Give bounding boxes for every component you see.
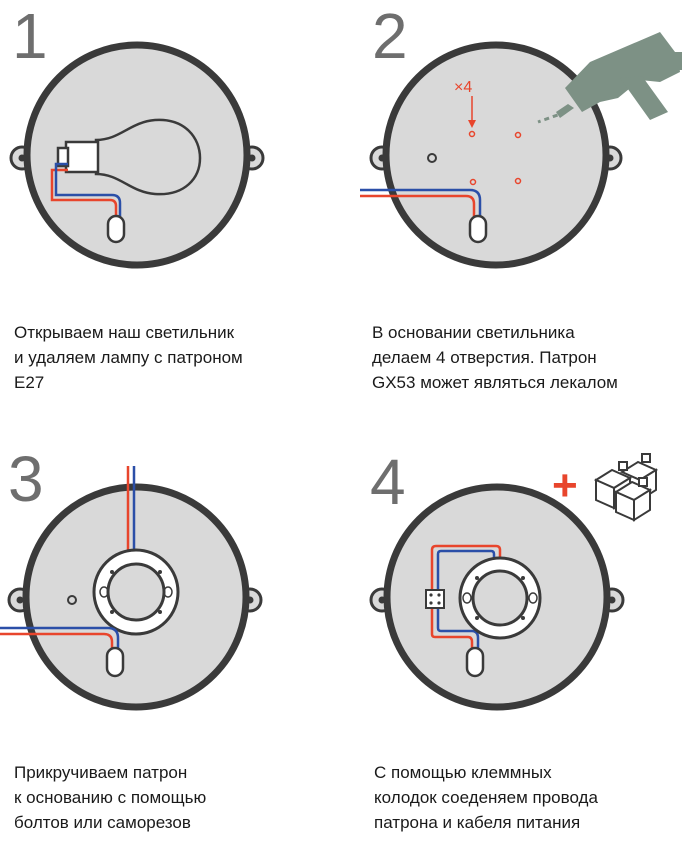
wire-red bbox=[430, 544, 502, 590]
wire-blue bbox=[436, 549, 496, 590]
gx53-socket-icon bbox=[458, 556, 542, 640]
cable-gland bbox=[468, 214, 488, 244]
step-1-number: 1 bbox=[12, 0, 48, 72]
gx53-socket-icon bbox=[92, 548, 180, 636]
step-4-caption: С помощью клеммных колодок соеденяем про… bbox=[374, 763, 598, 832]
cable-gland bbox=[465, 646, 485, 678]
wire-blue bbox=[0, 626, 120, 650]
glue-gun-icon bbox=[537, 32, 682, 124]
step-3-caption: Прикручиваем патрон к основанию с помощь… bbox=[14, 763, 207, 832]
cable-gland bbox=[106, 214, 126, 244]
step-3-illustration bbox=[0, 466, 263, 711]
drill-marks bbox=[468, 130, 522, 186]
light-bulb-icon bbox=[56, 118, 202, 196]
wire-red bbox=[360, 194, 476, 220]
wire-red bbox=[430, 608, 474, 650]
terminal-block bbox=[425, 589, 445, 609]
multiplier-label: ×4 bbox=[454, 79, 472, 96]
lamp-housing bbox=[23, 41, 251, 269]
wire-blue bbox=[54, 162, 122, 218]
step-4-number: 4 bbox=[370, 446, 406, 518]
existing-hole bbox=[427, 153, 437, 163]
terminal-block-icon bbox=[593, 453, 659, 522]
plus-sign: + bbox=[552, 461, 578, 510]
wire-red bbox=[50, 168, 118, 218]
step-4-illustration: + bbox=[369, 453, 659, 711]
cable-gland bbox=[105, 646, 125, 678]
wire-blue bbox=[436, 608, 480, 650]
step-1-illustration bbox=[9, 41, 265, 269]
step-2-illustration: ×4 bbox=[360, 32, 682, 269]
step-3-number: 3 bbox=[8, 443, 44, 515]
step-2-number: 2 bbox=[372, 0, 408, 72]
wire-red bbox=[0, 632, 114, 650]
existing-hole bbox=[67, 595, 77, 605]
step-2-caption: В основании светильника делаем 4 отверст… bbox=[372, 323, 618, 392]
wire-blue bbox=[360, 188, 482, 220]
step-1-caption: Открываем наш светильник и удаляем лампу… bbox=[14, 323, 243, 392]
lamp-housing bbox=[382, 41, 610, 269]
